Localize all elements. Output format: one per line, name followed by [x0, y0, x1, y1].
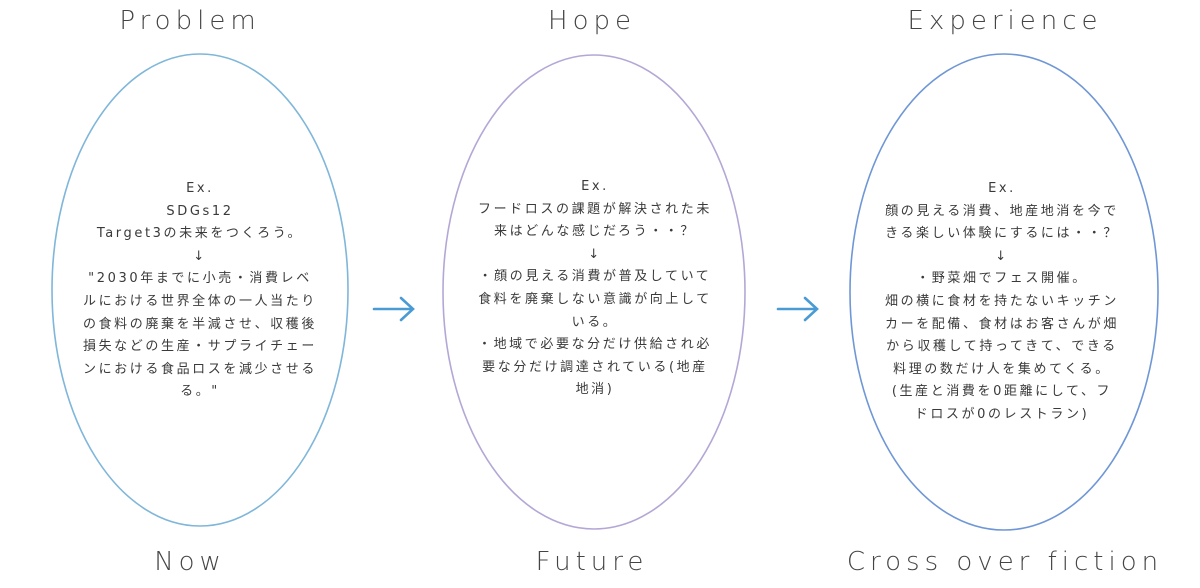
card-line: ドロスが0のレストラン) — [914, 406, 1090, 422]
heading-problem: Problem — [119, 6, 261, 36]
arrow-2-icon — [776, 296, 819, 322]
card-line: る。" — [180, 384, 220, 400]
card-line: SDGs12 — [166, 203, 234, 219]
ellipse-experience — [849, 53, 1159, 531]
heading-cross-over-fiction: Cross over fiction — [846, 547, 1164, 577]
card-line: ・地域で必要な分だけ供給され必 — [477, 337, 712, 353]
ellipse-hope — [442, 54, 746, 530]
card-line: フードロスの課題が解決された未 — [477, 201, 712, 217]
card-problem-text: Ex. SDGs12 Target3の未来をつくろう。 ↓ "2030年までに小… — [62, 178, 338, 404]
card-line: 地消) — [575, 382, 615, 398]
card-line: いる。 — [571, 314, 619, 330]
card-line: から収穫して持ってきて、できる — [886, 339, 1118, 355]
card-line: 料理の数だけ人を集めてくる。 — [893, 361, 1111, 377]
card-line: Ex. — [988, 181, 1016, 196]
heading-experience: Experience — [907, 6, 1103, 36]
card-line: ルにおける世界全体の一人当たり — [82, 293, 317, 309]
card-line: 顔の見える消費、地産地消を今で — [885, 203, 1119, 219]
card-hope-text: Ex. フードロスの課題が解決された未 来はどんな感じだろう・・？ ↓ ・顔の見… — [445, 176, 745, 402]
card-line: Ex. — [581, 179, 609, 194]
card-line: 来はどんな感じだろう・・？ — [493, 224, 697, 240]
card-line: "2030年までに小売・消費レベ — [88, 271, 312, 287]
card-line: の食料の廃棄を半減させ、収穫後 — [82, 316, 317, 332]
card-line: ↓ — [588, 246, 602, 262]
card-line: 要な分だけ調達されている(地産 — [482, 359, 708, 375]
card-line: Ex. — [186, 181, 214, 196]
card-experience-text: Ex. 顔の見える消費、地産地消を今で きる楽しい体験にするには・・？ ↓ ・野… — [852, 178, 1152, 427]
card-line: ・顔の見える消費が普及していて — [478, 269, 712, 285]
card-line: (生産と消費を0距離にして、フ — [891, 384, 1113, 400]
heading-now: Now — [154, 547, 226, 577]
card-line: ↓ — [995, 248, 1009, 264]
arrow-1-icon — [372, 296, 415, 322]
card-line: 食料を廃棄しない意識が向上して — [478, 291, 712, 307]
ellipse-problem — [51, 53, 349, 527]
heading-hope: Hope — [548, 6, 636, 36]
card-line: Target3の未来をつくろう。 — [96, 226, 304, 242]
card-line: 損失などの生産・サプライチェー — [82, 339, 317, 355]
heading-future: Future — [535, 547, 649, 577]
card-line: ンにおける食品ロスを減少させる — [82, 361, 317, 377]
card-line: きる楽しい体験にするには・・？ — [885, 226, 1119, 242]
card-line: カーを配備、食材はお客さんが畑 — [884, 316, 1119, 332]
card-line: ↓ — [193, 248, 207, 264]
card-line: 畑の横に食材を持たないキッチン — [884, 293, 1119, 309]
card-line: ・野菜畑でフェス開催。 — [916, 271, 1088, 287]
